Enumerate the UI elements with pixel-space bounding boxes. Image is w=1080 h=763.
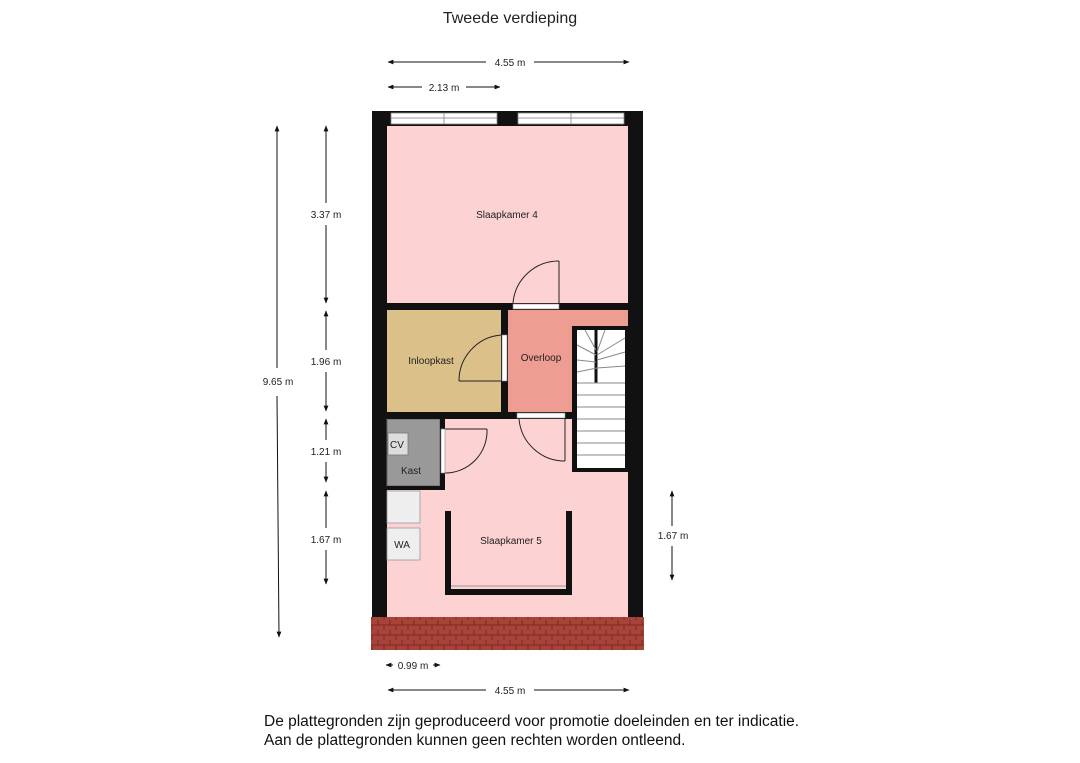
roof-tiles bbox=[371, 617, 644, 650]
dimension-top-partial: 2.13 m bbox=[387, 83, 501, 94]
staircase bbox=[572, 326, 628, 472]
wall-kast-bottom bbox=[387, 486, 445, 490]
label-kast: Kast bbox=[401, 466, 421, 477]
dimension-top-total: 4.55 m bbox=[387, 58, 630, 69]
label-slaapkamer-4: Slaapkamer 4 bbox=[476, 210, 538, 221]
label-overloop: Overloop bbox=[521, 353, 562, 364]
floor-title: Tweede verdieping bbox=[442, 10, 578, 27]
windows-top bbox=[390, 112, 625, 125]
dimension-left-seg4: 1.67 m bbox=[311, 490, 342, 585]
dimension-left-seg4-label: 1.67 m bbox=[311, 535, 342, 546]
wall-slaapkamer4-bottom-left bbox=[387, 303, 513, 310]
dimension-left-seg2: 1.96 m bbox=[311, 310, 342, 412]
label-cv: CV bbox=[390, 440, 404, 451]
dimension-left-seg3: 1.21 m bbox=[311, 418, 342, 483]
dimension-left-seg1: 3.37 m bbox=[311, 125, 342, 304]
dimension-left-seg2-label: 1.96 m bbox=[311, 357, 342, 368]
door-sill-slaapkamer4 bbox=[512, 303, 560, 310]
dimension-left-total-label: 9.65 m bbox=[263, 377, 294, 388]
disclaimer: De plattegronden zijn geproduceerd voor … bbox=[264, 712, 799, 750]
dimension-right-seg-label: 1.67 m bbox=[658, 531, 689, 542]
dimension-top-total-label: 4.55 m bbox=[495, 58, 526, 69]
label-inloopkast: Inloopkast bbox=[408, 356, 454, 367]
dimension-bottom-partial-label: 0.99 m bbox=[398, 661, 429, 672]
dimension-bottom-partial: 0.99 m bbox=[385, 661, 441, 672]
dimension-left-seg3-label: 1.21 m bbox=[311, 447, 342, 458]
cv-unit bbox=[387, 432, 409, 456]
door-sill-slaapkamer5 bbox=[516, 412, 566, 419]
room-inloopkast bbox=[387, 310, 501, 412]
dimension-bottom-total-label: 4.55 m bbox=[495, 686, 526, 697]
label-wa: WA bbox=[394, 540, 410, 551]
sink-fixture bbox=[386, 490, 421, 524]
wall-slaapkamer4-bottom-right bbox=[559, 303, 628, 310]
door-swings bbox=[444, 260, 566, 474]
disclaimer-line-1: De plattegronden zijn geproduceerd voor … bbox=[264, 713, 800, 730]
dimension-bottom-total: 4.55 m bbox=[387, 686, 630, 697]
disclaimer-line-2: Aan de plattegronden kunnen geen rechten… bbox=[264, 732, 686, 749]
dimension-top-partial-label: 2.13 m bbox=[429, 83, 460, 94]
dormer-outline bbox=[445, 511, 572, 595]
dimension-left-total: 9.65 m bbox=[263, 125, 294, 638]
room-slaapkamer-4 bbox=[387, 126, 628, 303]
label-slaapkamer-5: Slaapkamer 5 bbox=[480, 536, 542, 547]
dimension-right-seg: 1.67 m bbox=[658, 490, 689, 581]
wall-middle-bottom-left bbox=[387, 412, 517, 419]
dimension-left-seg1-label: 3.37 m bbox=[311, 210, 342, 221]
wa-fixture bbox=[386, 527, 421, 561]
